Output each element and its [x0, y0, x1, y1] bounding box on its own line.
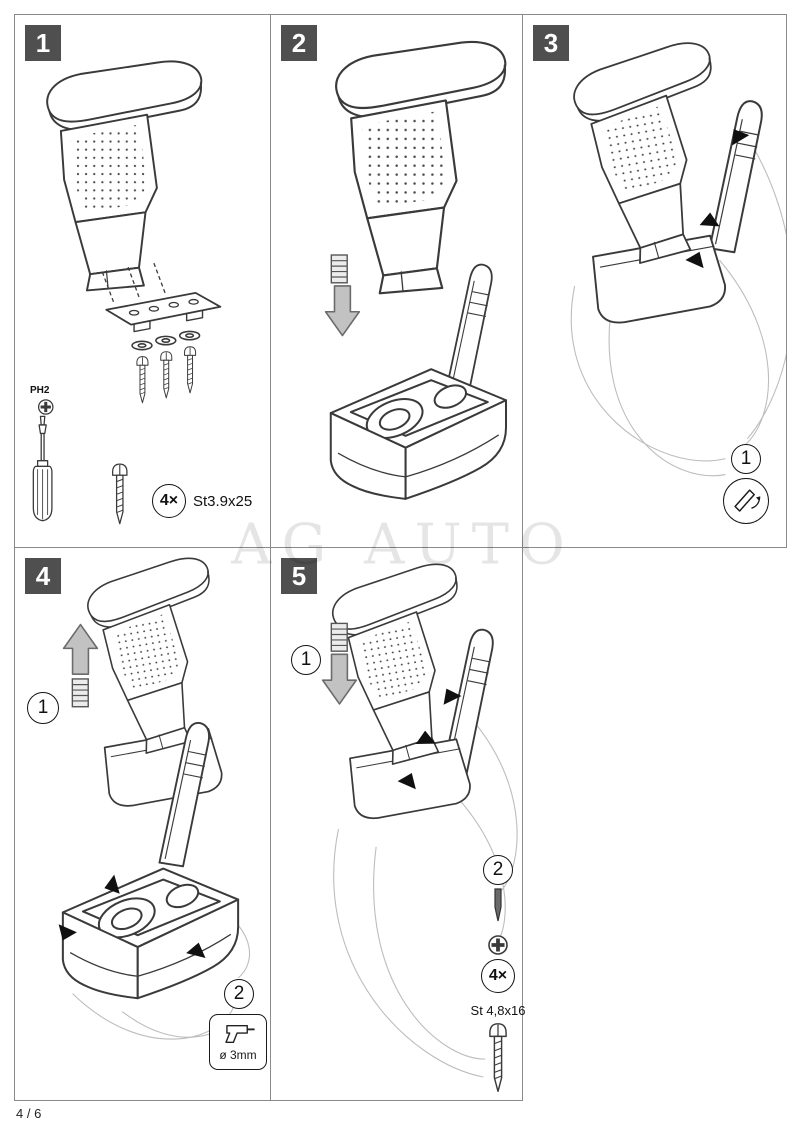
callout-circle-2: 2 [224, 979, 254, 1009]
block-arrow-down-icon [324, 285, 361, 337]
handbrake-lever-drawing [708, 100, 763, 254]
leader-lines [570, 146, 786, 477]
tool-size-label: PH2 [30, 385, 50, 396]
quantity-circle: 4× [481, 959, 515, 993]
armrest-drawing [335, 40, 507, 295]
phillips-cross-icon [37, 399, 54, 415]
screw-spec-label: St 4,8x16 [470, 1003, 526, 1018]
callout-circle-1: 1 [291, 645, 321, 675]
drill-icon [225, 1025, 255, 1043]
console-drawing [329, 368, 508, 500]
lever-press-icon [734, 489, 761, 512]
washer-icon [131, 340, 153, 351]
panel-step-1: 1 PH2 4× St3.9x25 [14, 14, 271, 548]
step-number-badge: 5 [281, 558, 317, 594]
slide-on-diagram [324, 40, 508, 500]
screw-icon [184, 346, 197, 394]
lever-press-callout [723, 478, 769, 524]
phillips-cross-icon [488, 935, 508, 955]
washer-icon [178, 330, 201, 341]
armrest-unit-drawing [568, 39, 743, 322]
screw-icon [111, 463, 128, 525]
screw-icon [136, 356, 149, 404]
step-number-badge: 4 [25, 558, 61, 594]
block-arrow-down-icon [321, 653, 358, 705]
mounted-armrest-diagram [523, 15, 786, 477]
mounting-plate-drawing [105, 292, 222, 333]
clip-icon [330, 622, 348, 652]
step-number-badge: 3 [533, 25, 569, 61]
console-drawing [61, 867, 240, 1000]
armrest-drawing [46, 60, 203, 292]
alignment-dashed-lines [101, 262, 167, 305]
drill-size-label: ø 3mm [219, 1048, 257, 1062]
callout-circle-1: 1 [731, 444, 761, 474]
washer-icon [155, 335, 177, 346]
panel-step-3: 3 1 [522, 14, 787, 548]
screw-icon [489, 1023, 507, 1093]
armrest-unit-drawing [82, 555, 237, 806]
panel-step-4: 4 1 2 ø 3mm [14, 547, 271, 1101]
screw-icon [160, 351, 173, 399]
clip-icon [71, 678, 89, 708]
page-number: 4 / 6 [16, 1106, 42, 1121]
callout-circle-1: 1 [27, 692, 59, 724]
clip-icon [330, 254, 348, 284]
quantity-circle: 4× [152, 484, 186, 518]
block-arrow-up-icon [62, 623, 99, 675]
driver-bit-icon [494, 888, 502, 922]
panel-step-2: 2 [270, 14, 523, 548]
screw-spec-label: St3.9x25 [193, 493, 253, 510]
step-number-badge: 1 [25, 25, 61, 61]
drill-callout: ø 3mm [209, 1014, 267, 1070]
parts-overview-diagram [32, 60, 222, 525]
panel-step-5: 5 1 2 4× St 4,8x16 [270, 547, 525, 1101]
callout-circle-2: 2 [483, 855, 513, 885]
screwdriver-icon [32, 415, 53, 522]
step-number-badge: 2 [281, 25, 317, 61]
